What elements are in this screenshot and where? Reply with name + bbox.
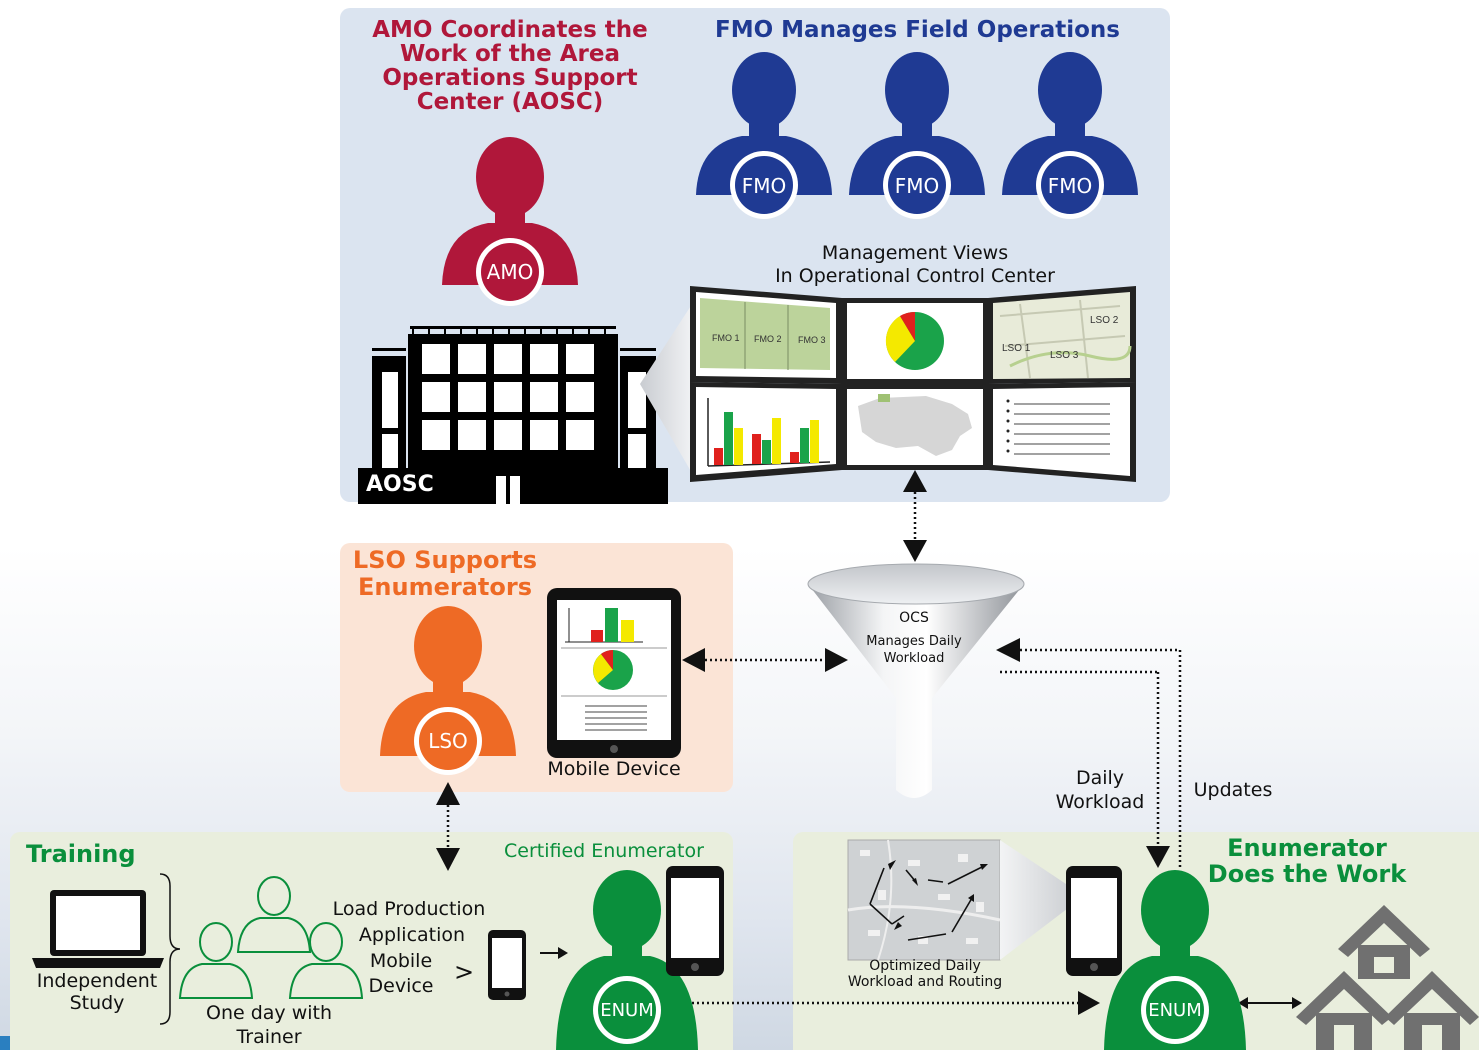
lso-badge: LSO [428, 729, 468, 753]
brace-icon [159, 873, 181, 1025]
route-map-icon [847, 839, 1001, 961]
load-production-3: Mobile [369, 950, 433, 972]
daily-workload-label-2: Workload [1055, 791, 1145, 813]
aosc-building-icon [358, 326, 668, 504]
ocs-desc-1: Manages Daily [866, 634, 962, 649]
enum-person-icon-training [556, 870, 698, 1050]
map-label-lso3: LSO 3 [1050, 350, 1079, 361]
lso-title-1: LSO Supports [352, 546, 538, 574]
phone-icon-work [1066, 866, 1122, 976]
phone-icon-training [666, 866, 724, 976]
enum-badge-work: ENUM [1148, 1000, 1202, 1021]
fmo-person-icon-1 [696, 52, 832, 219]
lso-person-icon [380, 606, 516, 775]
map-label-fmo3: FMO 3 [798, 335, 826, 345]
mobile-device-label: Mobile Device [547, 758, 681, 780]
independent-study-2: Study [69, 992, 125, 1014]
ocs-desc-2: Workload [883, 651, 945, 666]
enumerator-work-title-1: Enumerator [1227, 834, 1387, 862]
fmo-person-icon-2 [849, 52, 985, 219]
fmo-badge-2: FMO [894, 174, 940, 198]
lso-title-2: Enumerators [358, 573, 532, 601]
certified-enumerator-label: Certified Enumerator [504, 840, 704, 862]
mgmt-views-title-2: In Operational Control Center [775, 265, 1055, 287]
house-icons [1296, 905, 1479, 1050]
ocs-label: OCS [899, 610, 929, 626]
load-production-2: Application [358, 924, 466, 946]
route-label-2: Workload and Routing [847, 974, 1003, 990]
mgmt-views-title-1: Management Views [821, 242, 1009, 264]
fmo-badge-1: FMO [741, 174, 787, 198]
fmo-badge-3: FMO [1047, 174, 1093, 198]
independent-study-1: Independent [36, 970, 158, 992]
map-label-fmo1: FMO 1 [712, 333, 740, 343]
corner-accent [0, 1036, 10, 1050]
management-screens: FMO 1 FMO 2 FMO 3 LSO 2 LSO 1 LSO 3 [690, 286, 1136, 482]
tablet-icon [547, 588, 681, 758]
enum-person-icon-work [1104, 870, 1246, 1050]
map-label-fmo2: FMO 2 [754, 334, 782, 344]
training-title: Training [26, 840, 136, 868]
load-production-1: Load Production [332, 898, 486, 920]
laptop-icon [32, 890, 164, 968]
amo-person-icon [442, 137, 578, 306]
daily-workload-label-1: Daily [1075, 767, 1125, 789]
amo-badge: AMO [486, 260, 534, 284]
phone-icon-small [488, 930, 526, 1000]
aosc-building-label: AOSC [366, 472, 434, 497]
one-day-trainer-2: Trainer [236, 1026, 302, 1048]
map-label-lso2: LSO 2 [1090, 315, 1119, 326]
trainees-icon [178, 876, 364, 999]
gt-symbol: > [454, 958, 475, 986]
amo-title: AMO Coordinates the Work of the Area Ope… [372, 17, 648, 116]
route-projection [1000, 840, 1084, 960]
one-day-trainer-1: One day with [205, 1002, 333, 1024]
view-projection [640, 298, 696, 480]
map-label-lso1: LSO 1 [1002, 343, 1031, 354]
route-label-1: Optimized Daily [869, 958, 981, 974]
updates-label: Updates [1193, 779, 1273, 801]
enum-badge-training: ENUM [600, 1000, 654, 1021]
fmo-title: FMO Manages Field Operations [715, 17, 1120, 43]
fmo-person-icon-3 [1002, 52, 1138, 219]
enumerator-work-title-2: Does the Work [1207, 860, 1407, 888]
load-production-4: Device [368, 975, 434, 997]
ocs-funnel [807, 563, 1025, 798]
